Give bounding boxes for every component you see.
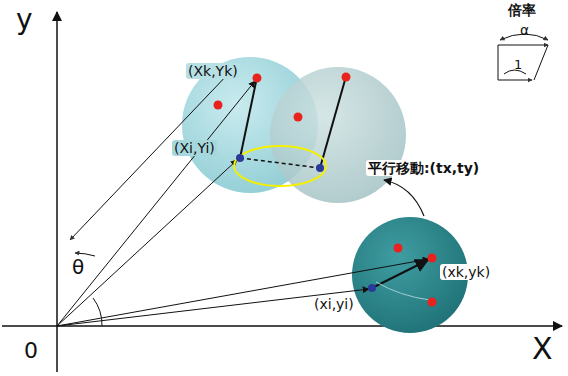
inner-vector	[372, 260, 428, 288]
inner-vector	[240, 82, 256, 158]
x-axis	[2, 325, 562, 327]
base-points	[236, 154, 376, 292]
y-axis	[56, 12, 58, 372]
label: 倍率	[506, 2, 538, 18]
label: (xi,yi)	[312, 296, 356, 312]
label: 平行移動:(tx,ty)	[366, 160, 481, 176]
translation-line	[240, 158, 320, 168]
vector	[57, 81, 255, 326]
move-arrow	[384, 180, 424, 216]
label: 0	[22, 338, 40, 363]
label: y	[14, 4, 35, 36]
scale-line	[498, 45, 548, 46]
label: X	[530, 332, 555, 367]
vector	[57, 160, 237, 326]
vector	[57, 259, 429, 326]
scale-line	[498, 80, 532, 81]
label: (Xi,Yi)	[172, 140, 217, 156]
label: 1	[512, 58, 524, 73]
highlight-ellipse	[234, 146, 326, 186]
length-arrow	[70, 72, 230, 240]
label: (xk,yk)	[440, 264, 492, 280]
inner-vector	[320, 80, 345, 168]
translated-circle	[270, 67, 406, 203]
vector	[57, 289, 369, 326]
arc-mark	[376, 282, 430, 300]
label: (Xk,Yk)	[186, 63, 240, 79]
scale-line	[534, 45, 548, 80]
scale-line	[498, 45, 499, 80]
label: α	[518, 22, 531, 38]
label: θ	[70, 256, 86, 279]
feature-points	[214, 73, 437, 307]
